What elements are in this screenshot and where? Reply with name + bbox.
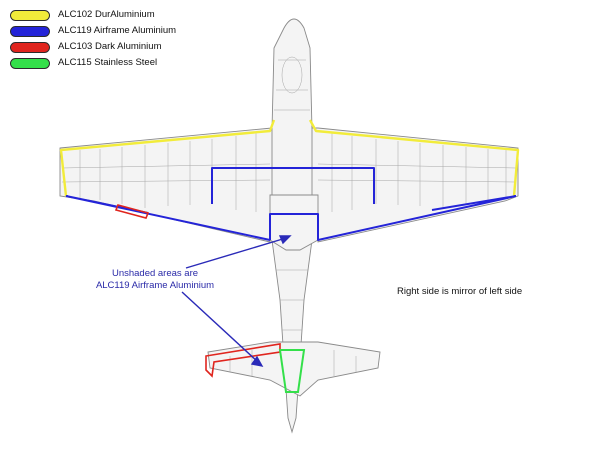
legend-swatch-red	[10, 42, 50, 53]
callout-line-1: Unshaded areas are	[111, 268, 199, 279]
callout-line-2: ALC119 Airframe Aluminium	[95, 280, 215, 291]
legend-swatch-green	[10, 58, 50, 69]
legend-swatch-yellow	[10, 10, 50, 21]
airframe-aluminium-outline	[65, 167, 517, 241]
legend-swatch-blue	[10, 26, 50, 37]
dark-aluminium-outline	[114, 204, 281, 378]
callout-arrows	[181, 235, 292, 367]
legend-label: ALC115 Stainless Steel	[58, 57, 158, 68]
aircraft-drawing	[59, 18, 519, 434]
scoop-outline	[269, 194, 319, 251]
mirror-note: Right side is mirror of left side	[397, 286, 523, 297]
stainless-steel-outline	[278, 349, 306, 393]
unshaded-areas-callout: Unshaded areas are ALC119 Airframe Alumi…	[70, 268, 240, 292]
legend-label: ALC103 Dark Aluminium	[58, 41, 162, 52]
legend-label: ALC119 Airframe Aluminium	[58, 25, 177, 36]
panel-lines	[61, 56, 517, 376]
legend-label: ALC102 DurAluminium	[58, 9, 155, 20]
duraluminium-outline	[59, 119, 520, 197]
